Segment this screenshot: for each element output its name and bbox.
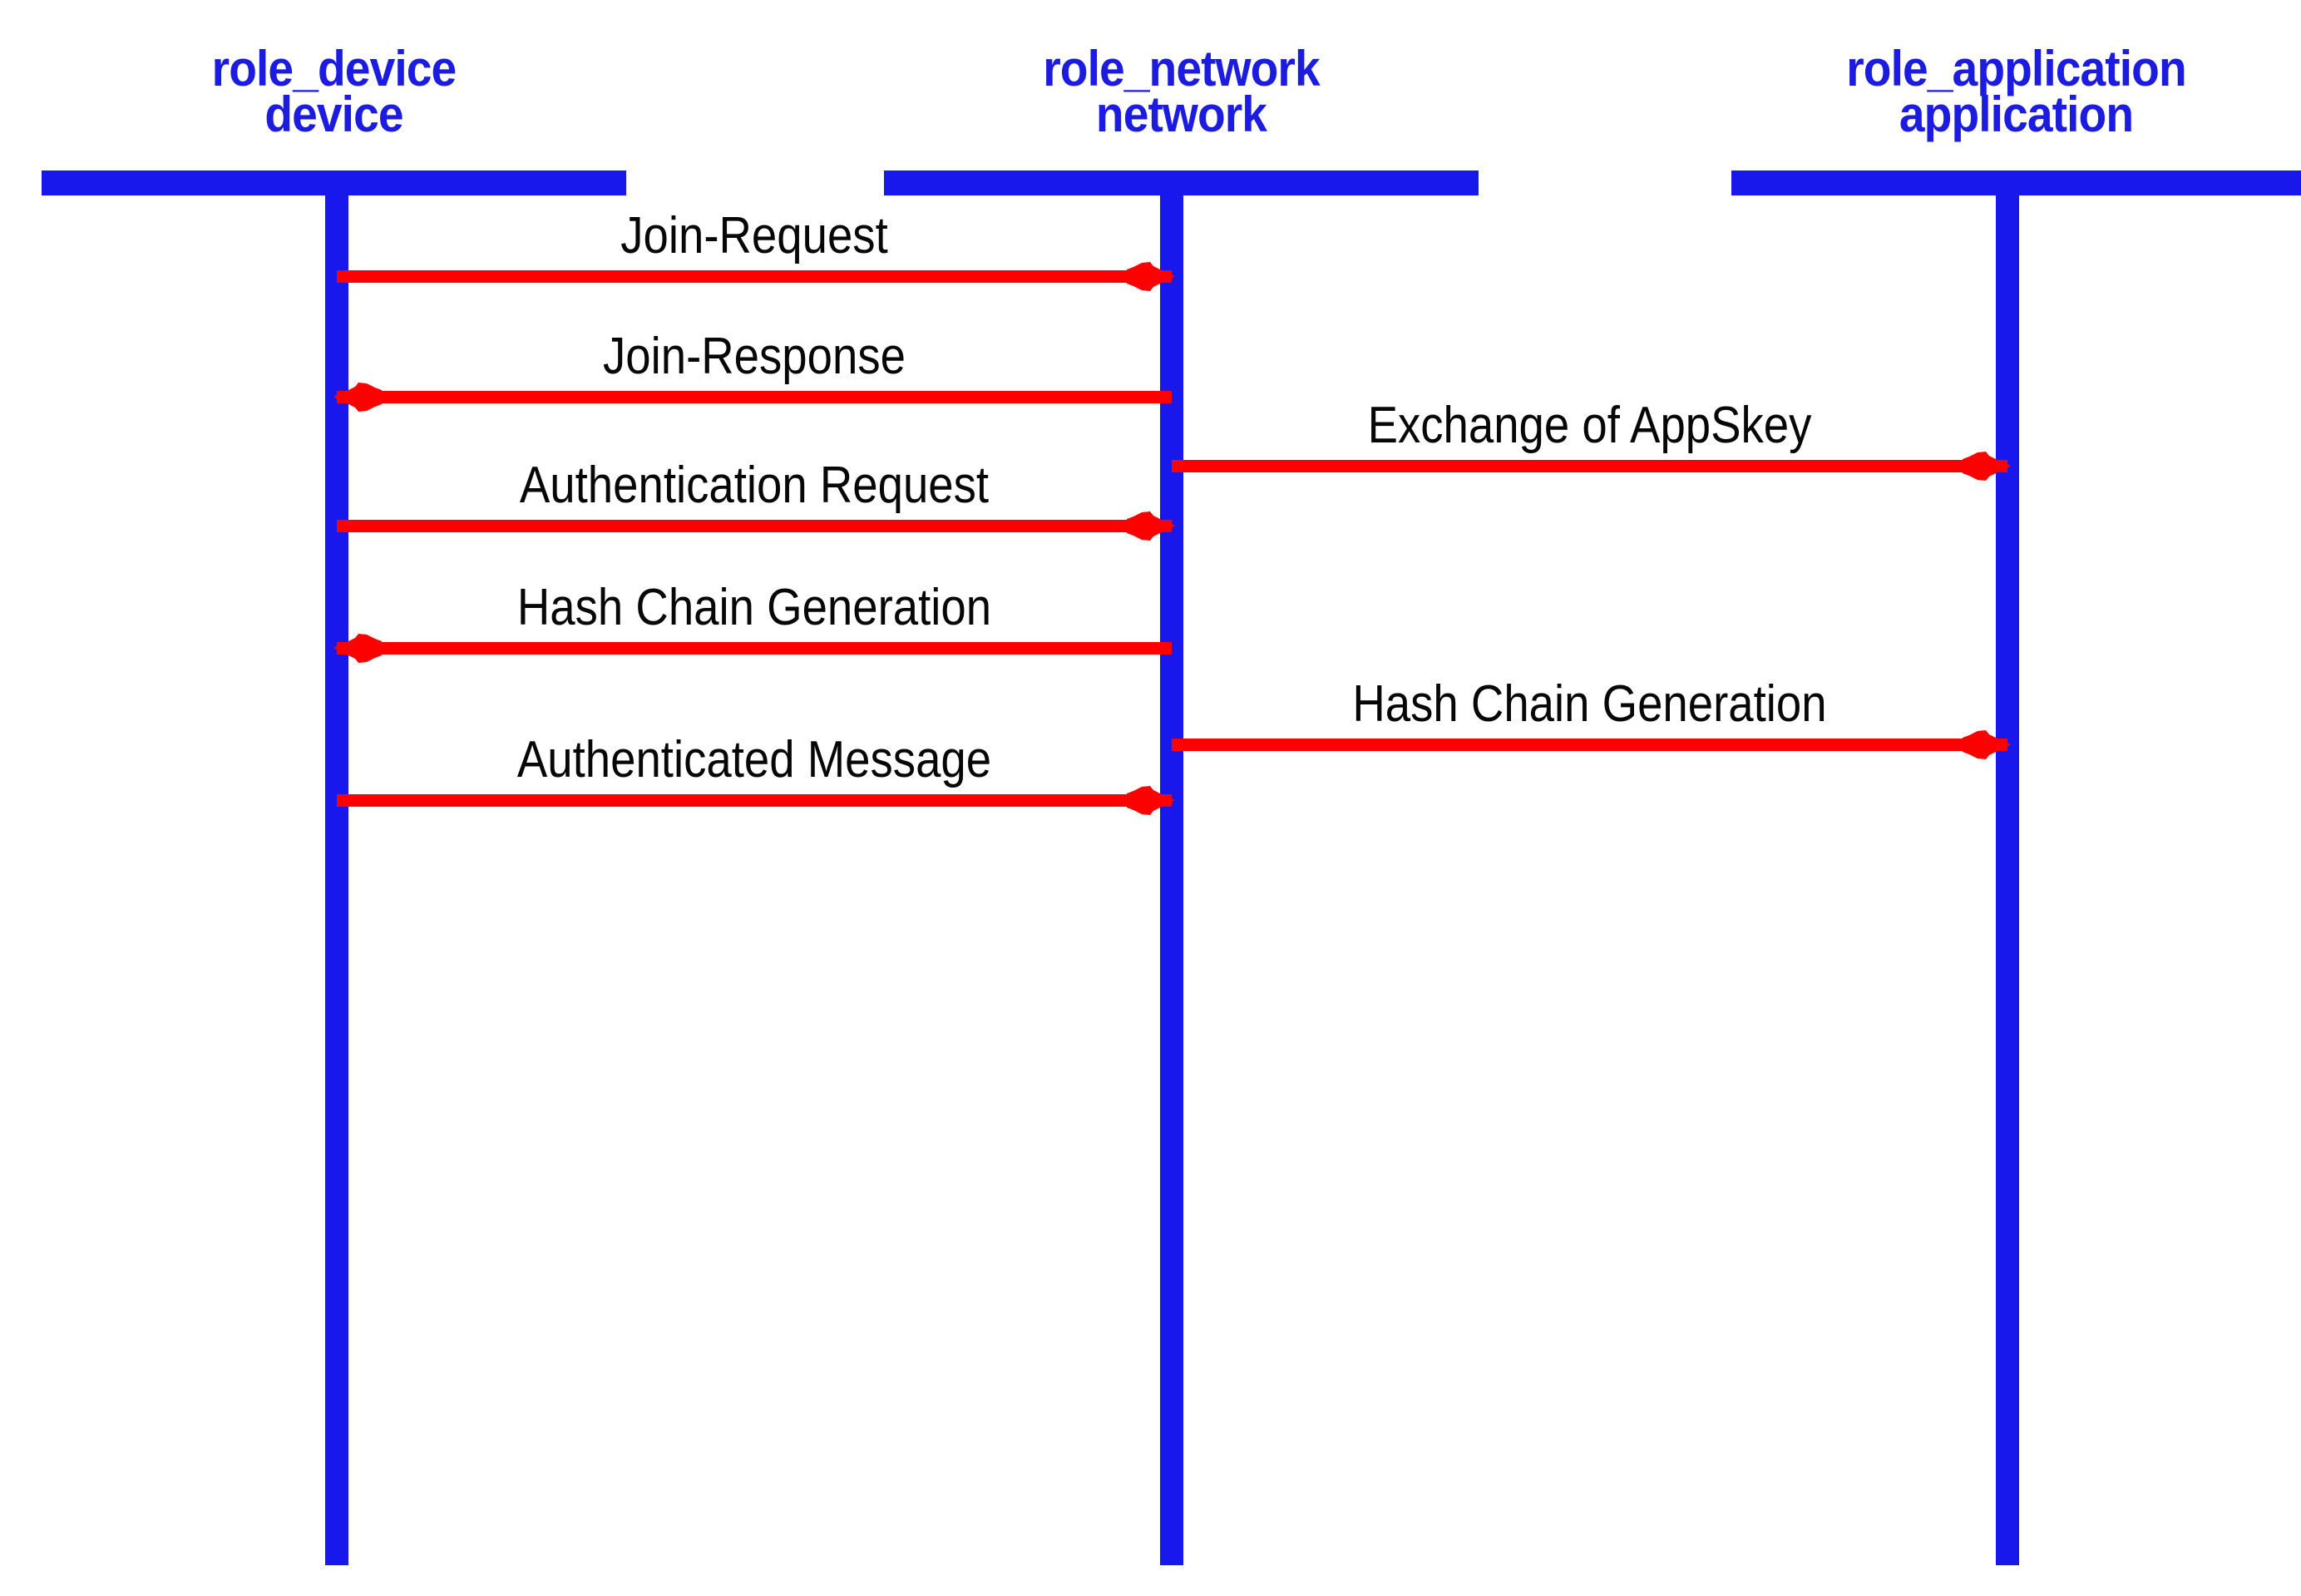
- message-line-authenticated-message: [337, 794, 1172, 807]
- message-label-join-response: Join-Response: [603, 328, 906, 385]
- message-line-join-request: [337, 270, 1172, 283]
- arrowhead-left-icon: [332, 630, 383, 666]
- message-label-hash-chain-generation-application: Hash Chain Generation: [1352, 675, 1827, 733]
- message-label-exchange-of-appskey: Exchange of AppSkey: [1367, 397, 1812, 454]
- arrowhead-left-icon: [332, 379, 383, 415]
- lifeline-stem-device[interactable]: [325, 195, 348, 1565]
- lifeline-name-label-device: device: [264, 86, 403, 143]
- lifeline-head-bar-device[interactable]: [42, 170, 626, 195]
- lifeline-head-bar-application[interactable]: [1731, 170, 2301, 195]
- lifeline-role-label-network: role_network: [1043, 41, 1320, 96]
- message-line-hash-chain-generation-application: [1172, 739, 2007, 751]
- message-label-authenticated-message: Authenticated Message: [516, 731, 992, 788]
- arrowhead-right-icon: [1961, 448, 2012, 484]
- message-line-join-response: [337, 391, 1172, 403]
- message-label-join-request: Join-Request: [620, 207, 888, 264]
- arrowhead-right-icon: [1961, 727, 2012, 763]
- arrowhead-right-icon: [1125, 508, 1177, 544]
- message-line-exchange-of-appskey: [1172, 460, 2007, 472]
- message-line-authentication-request: [337, 520, 1172, 532]
- lifeline-name-label-network: network: [1095, 86, 1267, 143]
- lifeline-stem-application[interactable]: [1996, 195, 2019, 1565]
- arrowhead-right-icon: [1125, 783, 1177, 818]
- message-line-hash-chain-generation-device: [337, 642, 1172, 655]
- lifeline-role-label-application: role_application: [1846, 41, 2187, 96]
- lifeline-name-label-application: application: [1899, 86, 2134, 143]
- lifeline-role-label-device: role_device: [211, 41, 457, 96]
- message-label-hash-chain-generation-device: Hash Chain Generation: [516, 579, 992, 636]
- lifeline-head-bar-network[interactable]: [884, 170, 1479, 195]
- lifeline-stem-network[interactable]: [1160, 195, 1183, 1565]
- arrowhead-right-icon: [1125, 259, 1177, 294]
- message-label-authentication-request: Authentication Request: [519, 457, 990, 514]
